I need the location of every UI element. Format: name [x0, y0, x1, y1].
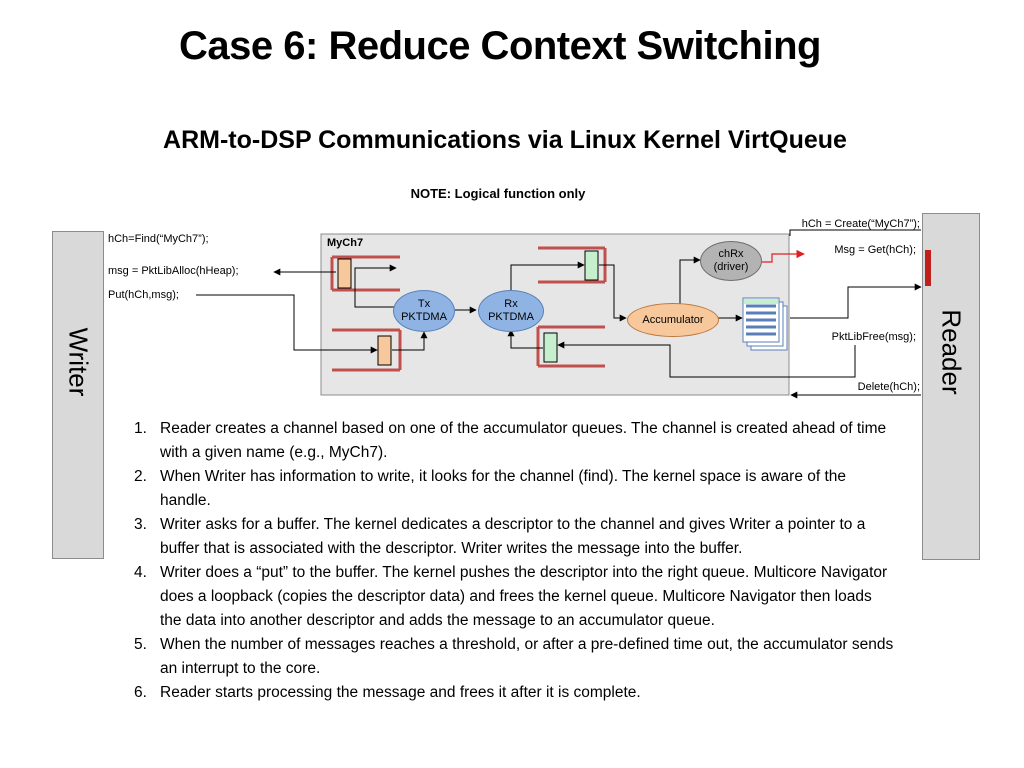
arrow-rx-bottom: [507, 329, 543, 349]
reader-free-code: PktLibFree(msg);: [831, 331, 916, 343]
reader-delete-code: Delete(hCh);: [857, 381, 920, 393]
step-text: Writer does a “put” to the buffer. The k…: [160, 564, 888, 629]
slide-subtitle: ARM-to-DSP Communications via Linux Kern…: [163, 126, 847, 154]
step-text: Writer asks for a buffer. The kernel ded…: [160, 516, 866, 557]
step-number: 2.: [134, 468, 147, 485]
logical-note: NOTE: Logical function only: [410, 186, 586, 201]
tx-queue-bottom: [332, 328, 402, 372]
rx-queue-bottom: [536, 325, 605, 368]
descriptor-orange: [377, 335, 392, 366]
step-text: When Writer has information to write, it…: [160, 468, 847, 509]
arrow-acc-chrx: [679, 256, 701, 305]
step-item: 5. When the number of messages reaches a …: [134, 633, 894, 681]
arrow-put: [196, 294, 378, 354]
step-number: 5.: [134, 636, 147, 653]
rx-pktdma-line1: Rx: [504, 298, 518, 310]
chrx-line2: (driver): [713, 261, 749, 273]
writer-alloc-code: msg = PktLibAlloc(hHeap);: [108, 265, 239, 277]
arrow-free: [557, 341, 856, 378]
arrow-tx-in: [392, 331, 428, 351]
arrow-to-accumulator: [599, 264, 627, 322]
chrx-driver-node: chRx(driver): [700, 241, 762, 281]
step-item: 6. Reader starts processing the message a…: [134, 681, 894, 705]
tx-pktdma-line2: PKTDMA: [401, 311, 447, 323]
chrx-line1: chRx: [718, 248, 744, 260]
step-item: 1. Reader creates a channel based on one …: [134, 417, 894, 465]
interrupt-arrow: [762, 249, 805, 263]
descriptor-stack: [742, 297, 788, 351]
rx-queue-top: [538, 246, 607, 284]
writer-find-code: hCh=Find(“MyCh7”);: [108, 233, 209, 245]
step-number: 6.: [134, 684, 147, 701]
step-text: When the number of messages reaches a th…: [160, 636, 894, 677]
step-number: 1.: [134, 420, 147, 437]
reader-create-code: hCh = Create(“MyCh7”);: [801, 218, 920, 230]
tx-queue-top: [330, 255, 400, 292]
arrow-tx-free: [354, 264, 397, 308]
tx-pktdma-line1: Tx: [417, 298, 431, 310]
steps-list: 1. Reader creates a channel based on one …: [134, 417, 894, 705]
accumulator-node: Accumulator: [627, 303, 719, 337]
accumulator-label: Accumulator: [642, 313, 704, 326]
descriptor-orange: [337, 258, 352, 289]
step-item: 2. When Writer has information to write, …: [134, 465, 894, 513]
step-item: 4. Writer does a “put” to the buffer. The…: [134, 561, 894, 633]
step-text: Reader creates a channel based on one of…: [160, 420, 887, 461]
kernel-diagram: [196, 229, 931, 399]
descriptor-green: [543, 332, 558, 363]
step-number: 4.: [134, 564, 147, 581]
rx-pktdma-line2: PKTDMA: [488, 311, 534, 323]
writer-panel: Writer: [52, 231, 104, 559]
arrow-get: [790, 283, 922, 319]
step-text: Reader starts processing the message and…: [160, 684, 641, 701]
slide-title: Case 6: Reduce Context Switching: [179, 24, 821, 68]
arrow-create: [789, 229, 921, 236]
reader-panel: Reader: [922, 213, 980, 560]
arrow-rx-top: [510, 261, 585, 290]
step-number: 3.: [134, 516, 147, 533]
reader-get-code: Msg = Get(hCh);: [834, 244, 916, 256]
descriptor-green: [584, 250, 599, 281]
step-item: 3. Writer asks for a buffer. The kernel d…: [134, 513, 894, 561]
interrupt-marker: [925, 250, 931, 286]
writer-put-code: Put(hCh,msg);: [108, 289, 179, 301]
channel-label: MyCh7: [327, 237, 364, 249]
